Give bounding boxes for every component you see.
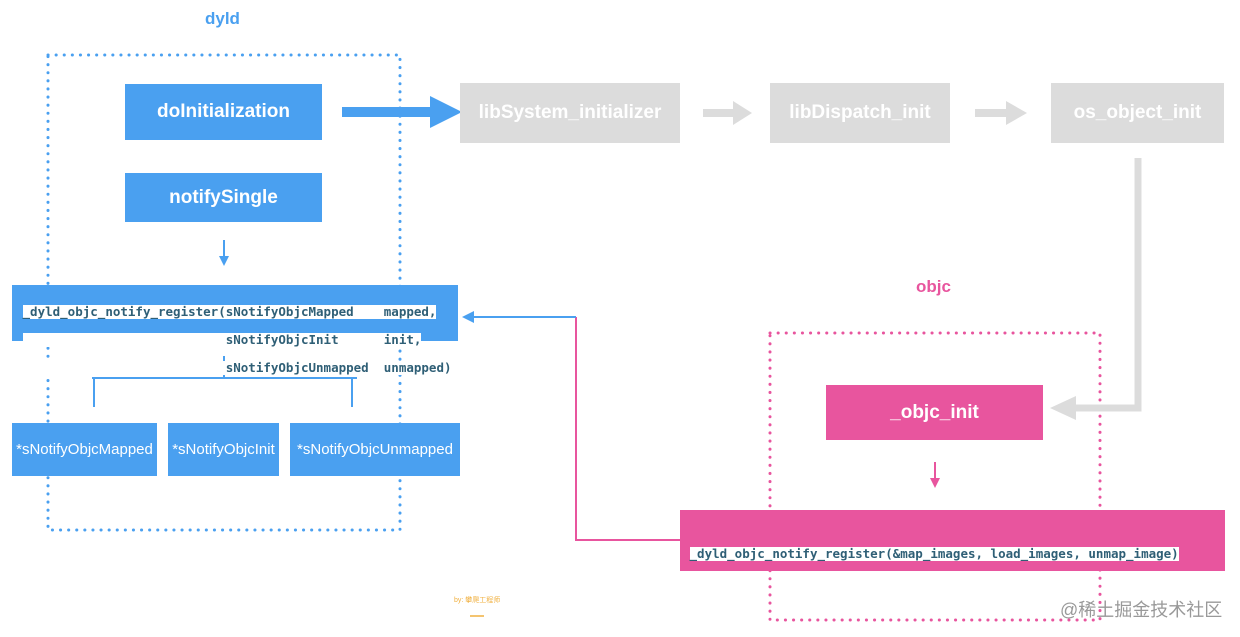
watermark: @稀土掘金技术社区: [1060, 600, 1223, 620]
notify-single-box: notifySingle: [125, 173, 322, 222]
register-call: _dyld_objc_notify_register(&map_images, …: [689, 546, 1179, 561]
gray-arrow-2: [975, 101, 1027, 125]
libdispatch-init-box: libDispatch_init: [770, 83, 950, 143]
down-arrow-blue: [219, 256, 229, 266]
gray-connector: [1070, 158, 1142, 412]
big-arrow: [342, 96, 462, 128]
down-arrow-pink: [930, 478, 940, 488]
register-line: sNotifyObjcUnmapped unmapped): [22, 360, 452, 375]
dyld-register-box: _dyld_objc_notify_register(sNotifyObjcMa…: [12, 285, 458, 375]
objc-title: objc: [916, 277, 951, 296]
gray-arrow-1: [703, 101, 752, 125]
callback-mapped: *sNotifyObjcMapped: [12, 423, 157, 476]
libsystem-initializer-box: libSystem_initializer: [460, 83, 680, 143]
register-line: sNotifyObjcInit init,: [22, 332, 422, 347]
objc-init-box: _objc_init: [826, 385, 1043, 440]
objc-register-box: _dyld_objc_notify_register(&map_images, …: [680, 510, 1225, 571]
callback-unmapped: *sNotifyObjcUnmapped: [290, 423, 460, 476]
author-credit: by: 攀爬工程师: [454, 597, 501, 604]
dyld-title: dyld: [205, 9, 240, 28]
callback-init: *sNotifyObjcInit: [168, 423, 279, 476]
do-initialization-box: doInitialization: [125, 84, 322, 140]
register-line: _dyld_objc_notify_register(sNotifyObjcMa…: [22, 304, 437, 319]
os-object-init-box: os_object_init: [1051, 83, 1224, 143]
pink-connector: [575, 317, 680, 541]
